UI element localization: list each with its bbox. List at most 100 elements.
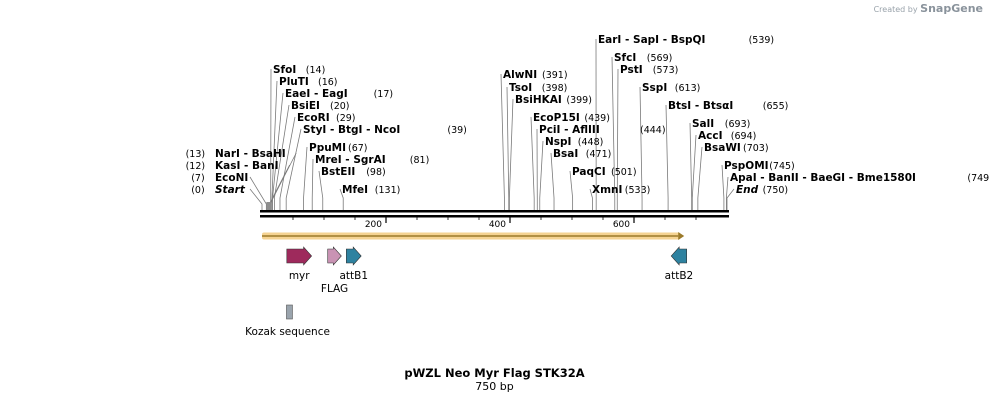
site-labels: NarI - BsaHI(13)KasI - BanI(12)EcoNI(7)S…: [186, 34, 989, 196]
site-xmni-label[interactable]: XmnI: [592, 184, 622, 196]
feature-myr-arrow[interactable]: [286, 246, 313, 266]
site-sfci-label[interactable]: SfcI: [614, 52, 636, 64]
site-mrei-position: (81): [410, 155, 430, 166]
site-econi-label[interactable]: EcoNI: [215, 172, 248, 184]
site-end-position: (750): [763, 185, 789, 196]
feature-kozak-sequence-glyph[interactable]: [286, 304, 293, 320]
site-eari-label[interactable]: EarI - SapI - BspQI: [598, 34, 705, 46]
site-pcii-label[interactable]: PciI - AflIII: [539, 124, 600, 136]
site-start-position: (0): [191, 185, 204, 196]
site-start-label[interactable]: Start: [215, 184, 246, 196]
map-length: 750 bp: [475, 380, 514, 393]
snapgene-watermark: Created by SnapGene: [874, 2, 983, 15]
site-lines: [249, 38, 735, 210]
site-alwni-position: (391): [542, 70, 568, 81]
orf-arrow[interactable]: [262, 232, 685, 240]
site-apai-label[interactable]: ApaI - BanII - BaeGI - Bme1580I: [730, 172, 916, 184]
site-bsteii-label[interactable]: BstEII: [321, 166, 355, 178]
site-sfoi-label[interactable]: SfoI: [273, 64, 296, 76]
site-tsoi-label[interactable]: TsoI: [509, 82, 532, 94]
site-bsteii-position: (98): [366, 167, 386, 178]
feature-attb1[interactable]: attB1: [339, 246, 368, 282]
site-ecori-position: (29): [336, 113, 356, 124]
site-sspi-line: [639, 86, 643, 210]
feature-flag-arrow[interactable]: [327, 246, 342, 266]
site-end-label[interactable]: End: [736, 184, 759, 196]
site-alwni-label[interactable]: AlwNI: [503, 69, 537, 81]
site-styi-label[interactable]: StyI - BtgI - NcoI: [303, 124, 400, 136]
site-alwni-line: [500, 73, 505, 210]
site-sspi-label[interactable]: SspI: [642, 82, 667, 94]
site-mrei-label[interactable]: MreI - SgrAI: [315, 154, 386, 166]
backbone-top-line: [260, 210, 729, 213]
site-pluti-position: (16): [318, 77, 338, 88]
feature-attb2-arrow[interactable]: [670, 246, 688, 266]
site-sali-position: (693): [725, 119, 751, 130]
site-bsiei-label[interactable]: BsiEI: [291, 100, 320, 112]
site-paqci-line: [569, 170, 574, 210]
site-pluti-label[interactable]: PluTI: [279, 76, 309, 88]
backbone-bottom-line: [260, 215, 729, 218]
site-mfei-label[interactable]: MfeI: [342, 184, 368, 196]
site-paqci-label[interactable]: PaqCI: [572, 166, 606, 178]
watermark-brand: SnapGene: [920, 2, 983, 15]
map-title: pWZL Neo Myr Flag STK32A: [404, 366, 585, 380]
site-ecori-label[interactable]: EcoRI: [297, 112, 330, 124]
ruler-label-200: 200: [365, 220, 382, 230]
site-ecop15i-label[interactable]: EcoP15I: [533, 112, 580, 124]
site-kasi-position: (12): [186, 161, 206, 172]
ruler-label-600: 600: [613, 220, 630, 230]
site-nspi-position: (448): [578, 137, 604, 148]
site-sali-line: [689, 122, 693, 210]
feature-attb1-arrow[interactable]: [346, 246, 362, 266]
site-nspi-line: [539, 140, 544, 210]
site-pspomi-label[interactable]: PspOMI: [724, 160, 769, 172]
site-sali-label[interactable]: SalI: [692, 118, 714, 130]
feature-attb2[interactable]: attB2: [665, 246, 694, 282]
site-nari-label[interactable]: NarI - BsaHI: [215, 148, 286, 160]
site-bsawi-label[interactable]: BsaWI: [704, 142, 741, 154]
site-mfei-line: [339, 188, 344, 210]
site-bsteii-line: [318, 170, 324, 210]
sequence-backbone: [260, 210, 729, 218]
feature-kozak-sequence-label: Kozak sequence: [245, 326, 330, 338]
site-mfei-position: (131): [375, 185, 401, 196]
site-kasi-label[interactable]: KasI - BanI: [215, 160, 279, 172]
site-acci-label[interactable]: AccI: [698, 130, 722, 142]
site-acci-line: [691, 134, 697, 210]
site-apai-position: (749): [967, 173, 989, 184]
site-sspi-position: (613): [675, 83, 701, 94]
site-acci-position: (694): [731, 131, 757, 142]
site-eaei-label[interactable]: EaeI - EagI: [285, 88, 348, 100]
feature-attb1-label: attB1: [339, 270, 368, 282]
watermark-prefix: Created by: [873, 5, 918, 14]
feature-kozak-sequence[interactable]: Kozak sequence: [245, 304, 330, 338]
site-btsi-label[interactable]: BtsI - BtsαI: [668, 100, 733, 112]
site-nspi-label[interactable]: NspI: [545, 136, 571, 148]
feature-attb2-label: attB2: [665, 270, 694, 282]
site-econi-line: [249, 176, 267, 210]
site-cluster-mark: [266, 202, 272, 210]
site-ppumi-label[interactable]: PpuMI: [309, 142, 346, 154]
feature-myr[interactable]: myr: [286, 246, 313, 282]
site-sfci-line: [611, 56, 616, 210]
site-ppumi-position: (67): [348, 143, 368, 154]
site-tsoi-line: [506, 86, 510, 210]
site-bsiei-line: [273, 104, 290, 210]
site-bsai-line: [550, 152, 555, 210]
site-bsawi-line: [697, 146, 703, 210]
feature-flag[interactable]: FLAG: [321, 246, 348, 295]
site-ecop15i-line: [530, 116, 535, 210]
site-btsi-line: [665, 104, 669, 210]
site-pcii-position: (444): [640, 125, 666, 136]
site-mrei-line: [311, 158, 314, 210]
site-bsai-label[interactable]: BsaI: [553, 148, 578, 160]
site-pspomi-line: [721, 164, 725, 210]
site-bsihkai-label[interactable]: BsiHKAI: [515, 94, 562, 106]
site-sfoi-position: (14): [306, 65, 326, 76]
site-ecop15i-position: (439): [584, 113, 610, 124]
site-psti-label[interactable]: PstI: [620, 64, 643, 76]
